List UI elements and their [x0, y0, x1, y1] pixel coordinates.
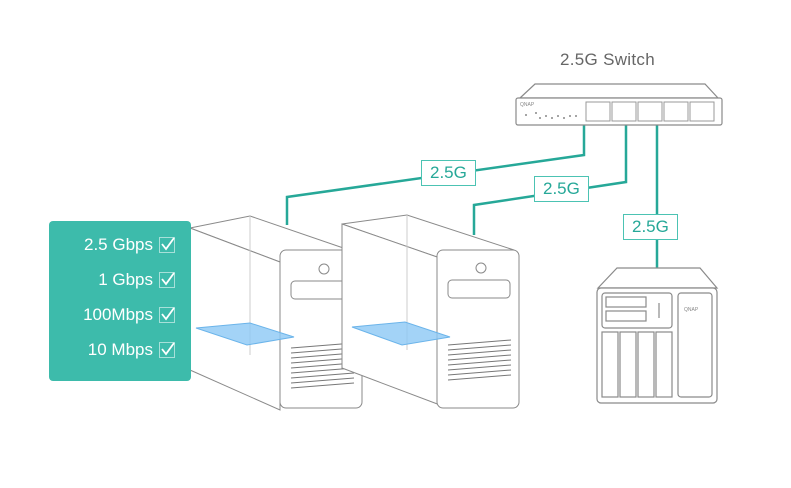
nas-device: QNAP — [596, 267, 719, 404]
checkmark-icon — [159, 342, 175, 358]
pc-tower-1 — [188, 215, 363, 411]
nic-card-1 — [195, 322, 295, 346]
checkmark-icon — [159, 237, 175, 253]
nic-card-2 — [351, 321, 451, 346]
checkmark-icon — [159, 272, 175, 288]
speed-label: 10 Mbps — [87, 340, 153, 359]
svg-text:QNAP: QNAP — [684, 307, 699, 313]
switch-device: QNAP — [515, 83, 723, 126]
link-label-nas: 2.5G — [623, 214, 678, 240]
checkmark-icon — [159, 307, 175, 323]
link-label-pc-2: 2.5G — [534, 176, 589, 202]
svg-text:QNAP: QNAP — [520, 102, 535, 108]
speed-label: 100Mbps — [83, 305, 153, 324]
speed-label: 1 Gbps — [98, 270, 153, 289]
speed-label: 2.5 Gbps — [84, 235, 153, 254]
speed-item: 1 Gbps — [98, 270, 175, 290]
switch-ports — [585, 101, 715, 122]
supported-speeds-panel: 2.5 Gbps 1 Gbps 100Mbps 10 Mbps — [49, 221, 191, 381]
link-label-pc-1: 2.5G — [421, 160, 476, 186]
switch-title: 2.5G Switch — [560, 50, 655, 69]
speed-item: 100Mbps — [83, 305, 175, 325]
speed-item: 10 Mbps — [88, 340, 175, 360]
pc-tower-2 — [341, 214, 520, 409]
speed-item: 2.5 Gbps — [84, 235, 175, 255]
